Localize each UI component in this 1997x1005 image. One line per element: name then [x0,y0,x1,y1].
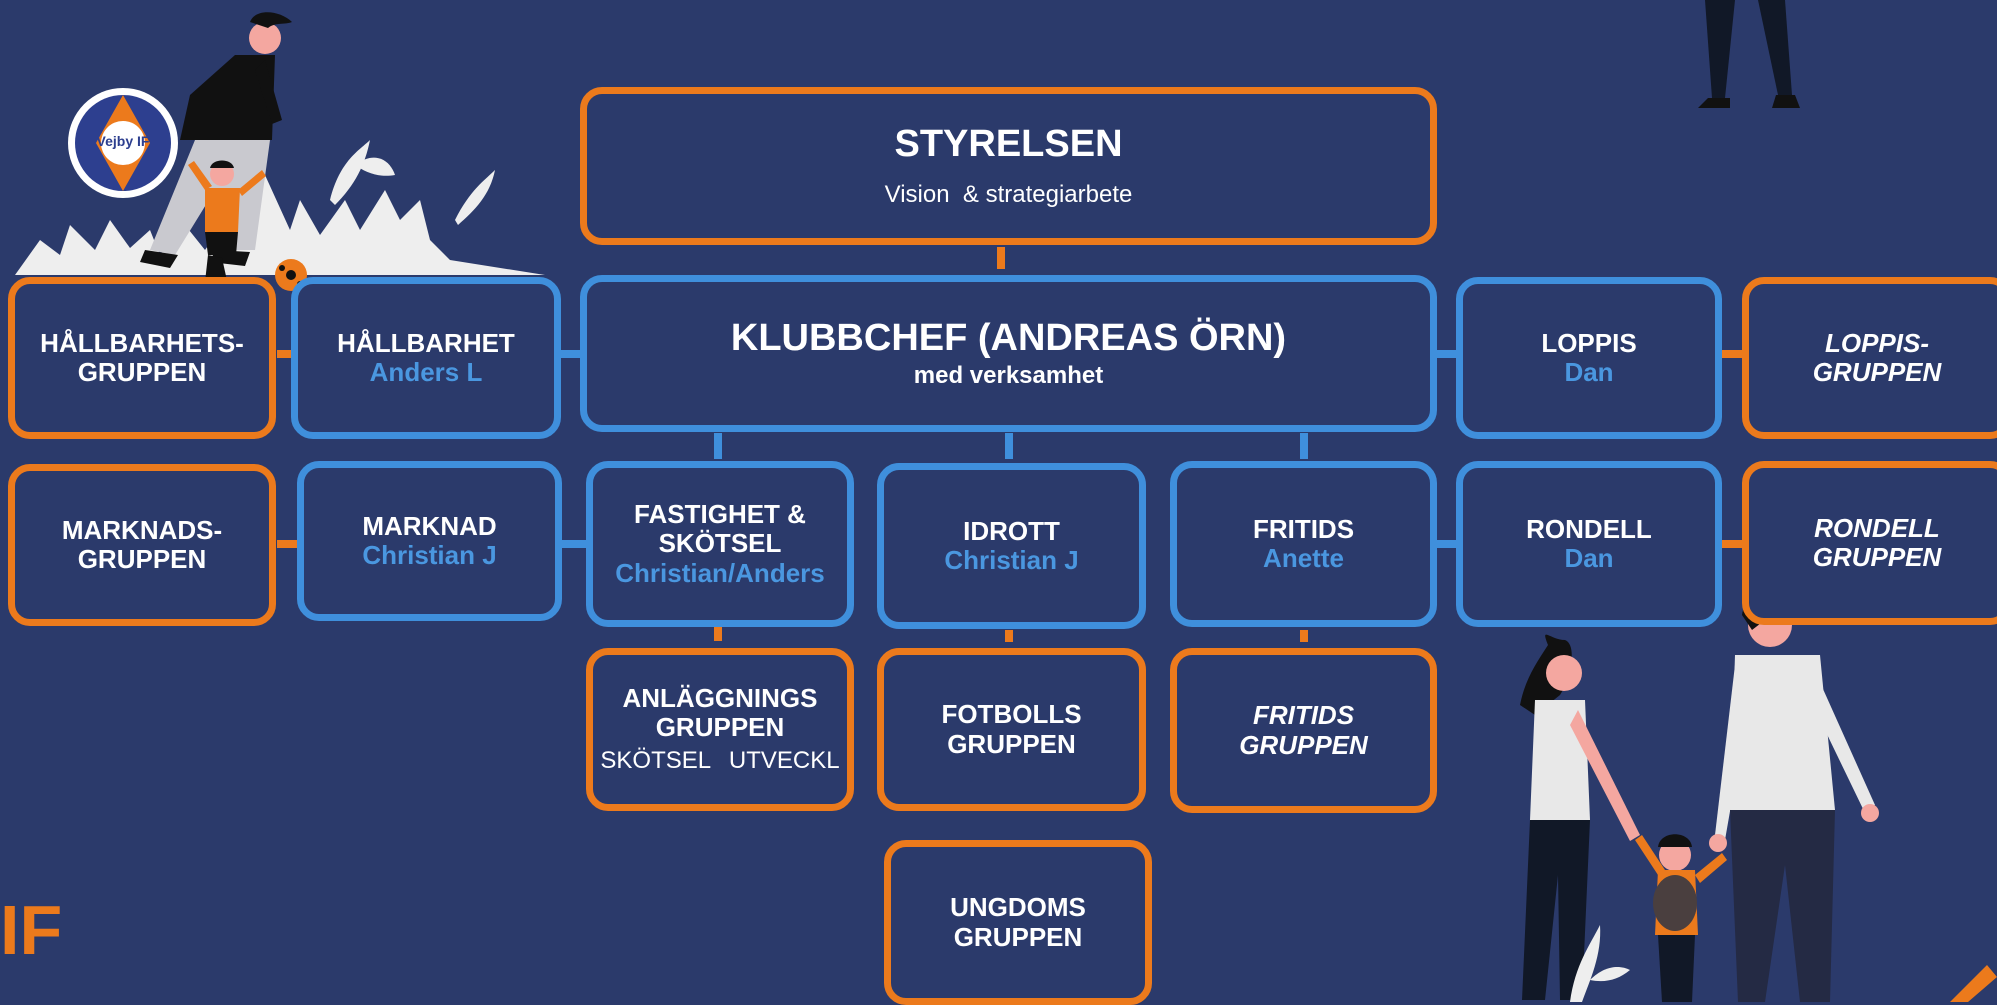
marknads-gruppen-line2: GRUPPEN [77,544,207,574]
marknad-title: MARKNAD [362,510,497,541]
klubbchef-box: KLUBBCHEF (ANDREAS ÖRN) med verksamhet [580,275,1437,432]
marknad-name: Christian J [362,540,497,570]
anlaggnings-tag-skotsel: SKÖTSEL [600,747,711,775]
marknads-gruppen-line1: MARKNADS- [61,514,223,545]
fotbolls-gruppen-box: FOTBOLLS GRUPPEN [877,648,1146,811]
hallbarhet-box: HÅLLBARHET Anders L [291,277,561,439]
connector-hallbarhetsgruppen-hallbarhet [277,350,291,358]
ungdoms-gruppen-box: UNGDOMS GRUPPEN [884,840,1152,1005]
hallbarhet-name: Anders L [369,357,483,387]
loppis-box: LOPPIS Dan [1456,277,1722,439]
fritids-gruppen-line1: FRITIDS [1252,700,1355,731]
marknads-gruppen-box: MARKNADS- GRUPPEN [8,464,276,626]
fastighet-box: FASTIGHET & SKÖTSEL Christian/Anders [586,461,854,627]
loppis-gruppen-box: LOPPIS- GRUPPEN [1742,277,1997,439]
fritids-box: FRITIDS Anette [1170,461,1437,627]
connector-styrelsen-klubbchef [997,247,1005,269]
connector-marknadsgruppen-marknad [277,540,297,548]
anlaggnings-line2: GRUPPEN [655,712,785,743]
fastighet-line2: SKÖTSEL [658,528,782,559]
klubbchef-subtitle: med verksamhet [913,362,1104,390]
connector-fastighet-anlaggnings [714,627,722,641]
connector-hallbarhet-klubbchef [560,350,580,358]
loppis-gruppen-line2: GRUPPEN [1812,357,1942,387]
club-logo-text: Vejby IF [96,133,150,149]
idrott-box: IDROTT Christian J [877,463,1146,629]
connector-klubbchef-fritids [1300,433,1308,459]
fastighet-name: Christian/Anders [615,557,825,588]
connector-fritids-rondell [1436,540,1456,548]
connector-idrott-fotbolls [1005,630,1013,642]
styrelsen-title: STYRELSEN [894,123,1123,166]
connector-loppis-loppisgruppen [1722,350,1742,358]
anlaggnings-tags: SKÖTSEL UTVECKL [600,747,840,775]
anlaggnings-gruppen-box: ANLÄGGNINGS GRUPPEN SKÖTSEL UTVECKL [586,648,854,811]
hallbarhets-gruppen-line2: GRUPPEN [77,357,207,387]
fritids-name: Anette [1263,543,1344,573]
anlaggnings-line1: ANLÄGGNINGS [622,682,818,713]
family-illustration [1520,593,1997,1002]
hallbarhets-gruppen-box: HÅLLBARHETS- GRUPPEN [8,277,276,439]
rondell-gruppen-line2: GRUPPEN [1812,542,1942,572]
connector-klubbchef-fastighet [714,433,722,459]
rondell-name: Dan [1564,543,1614,573]
connector-marknad-fastighet [562,540,586,548]
klubbchef-title: KLUBBCHEF (ANDREAS ÖRN) [730,316,1287,359]
loppis-name: Dan [1564,357,1614,387]
anlaggnings-tag-utveckl: UTVECKL [728,747,840,775]
hallbarhets-gruppen-line1: HÅLLBARHETS- [40,327,244,358]
fastighet-line1: FASTIGHET & [634,499,806,530]
styrelsen-subtitle: Vision & strategiarbete [884,180,1133,208]
rondell-gruppen-line1: RONDELL [1814,512,1940,543]
marknad-box: MARKNAD Christian J [297,461,562,621]
connector-fritids-fritidsgruppen [1300,630,1308,642]
styrelsen-box: STYRELSEN Vision & strategiarbete [580,87,1437,245]
fotbolls-line2: GRUPPEN [947,728,1076,759]
hallbarhet-title: HÅLLBARHET [337,327,515,358]
fritids-gruppen-box: FRITIDS GRUPPEN [1170,648,1437,813]
idrott-name: Christian J [944,545,1079,575]
person-legs-illustration [1698,0,1800,108]
ungdoms-line2: GRUPPEN [953,921,1083,952]
ungdoms-line1: UNGDOMS [950,892,1086,923]
connector-klubbchef-loppis [1436,350,1456,358]
rondell-gruppen-box: RONDELL GRUPPEN [1742,461,1997,625]
fritids-gruppen-line2: GRUPPEN [1239,729,1368,760]
idrott-title: IDROTT [963,515,1060,546]
connector-klubbchef-idrott [1005,433,1013,459]
rondell-box: RONDELL Dan [1456,461,1722,627]
rondell-title: RONDELL [1526,513,1652,544]
loppis-title: LOPPIS [1541,327,1637,358]
fotbolls-line1: FOTBOLLS [941,699,1082,730]
fritids-title: FRITIDS [1252,513,1355,544]
father-child-illustration [15,12,545,291]
club-name-fragment: IF [0,891,63,969]
loppis-gruppen-line1: LOPPIS- [1824,327,1929,358]
connector-rondell-rondellgruppen [1722,540,1742,548]
